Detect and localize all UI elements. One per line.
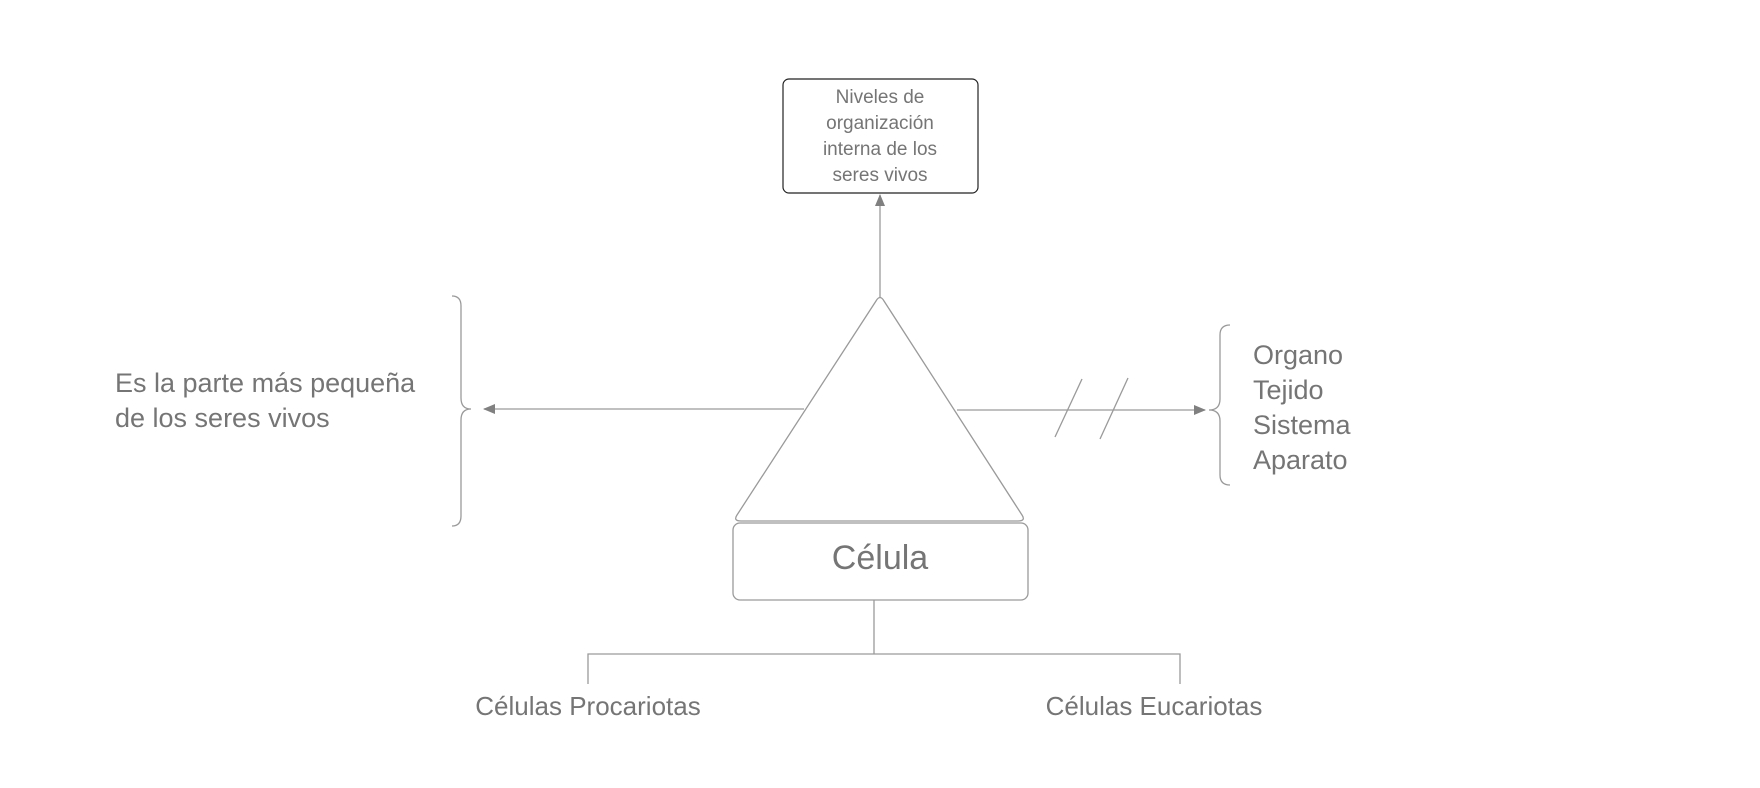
branch-connector: [587, 600, 1181, 684]
triangle-shape[interactable]: [735, 296, 1024, 522]
right-list-item: Aparato: [1253, 445, 1348, 475]
left-note-line: de los seres vivos: [115, 403, 330, 433]
branch-eucariotas[interactable]: Células Eucariotas: [1046, 691, 1263, 721]
top-box-line: organización: [826, 113, 934, 134]
celula-label: Célula: [832, 539, 928, 577]
top-box[interactable]: [782, 78, 979, 194]
left-brace: [451, 295, 472, 527]
left-note-line: Es la parte más pequeña: [115, 368, 416, 398]
branch-procariotas[interactable]: Células Procariotas: [475, 691, 700, 721]
top-box-line: Niveles de: [836, 87, 925, 108]
right-list-item: Sistema: [1253, 410, 1352, 440]
right-list-item: Organo: [1253, 340, 1343, 370]
right-brace: [1208, 324, 1231, 486]
top-box-line: interna de los: [823, 139, 937, 160]
right-list-item: Tejido: [1253, 375, 1324, 405]
celula-box[interactable]: [732, 522, 1029, 601]
break-slash: [1099, 377, 1129, 440]
top-box-line: seres vivos: [832, 165, 927, 186]
break-slash: [1054, 378, 1083, 438]
